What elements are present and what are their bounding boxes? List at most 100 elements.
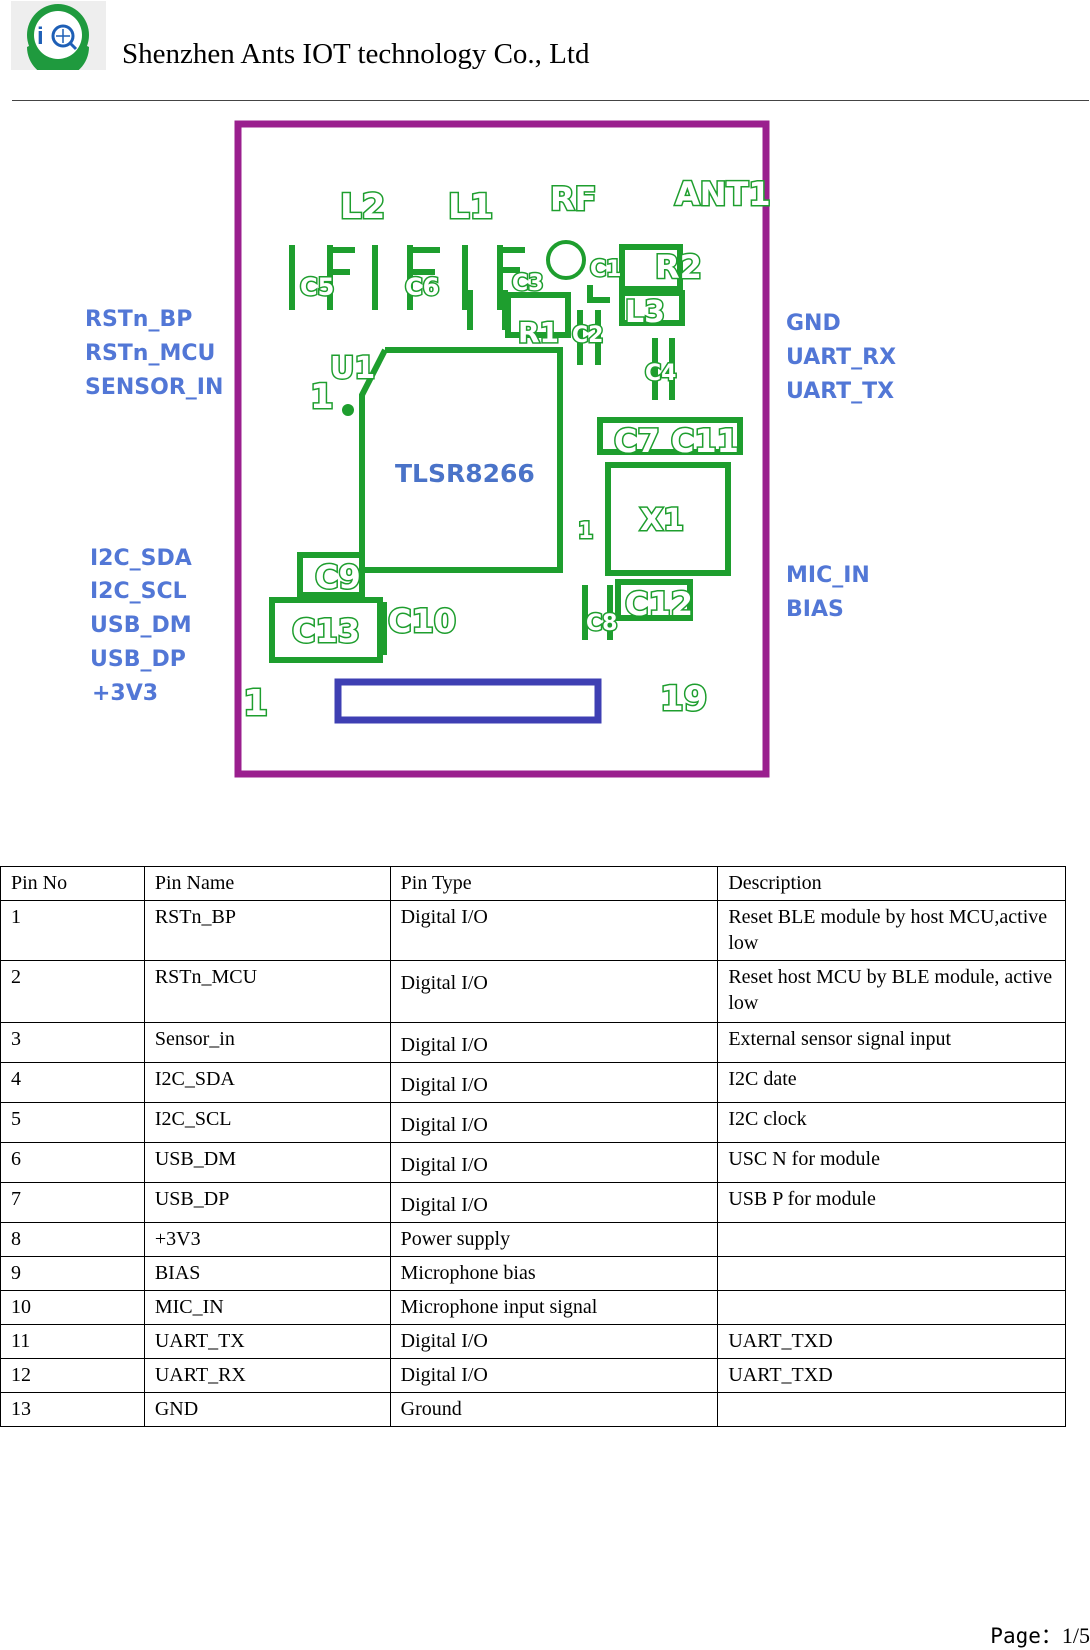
cell-description [717, 1290, 1066, 1325]
page-footer: Page：1/5 [990, 1620, 1090, 1650]
cell-pin-name: USB_DM [143, 1142, 391, 1183]
cell-pin-type: Digital I/O [389, 1182, 719, 1223]
label-c5: C5 [300, 273, 334, 301]
label-c3: C3 [512, 271, 543, 296]
cell-description: External sensor signal input [717, 1022, 1066, 1063]
label-bias: BIAS [786, 597, 844, 622]
cell-pin-no: 10 [0, 1290, 145, 1325]
table-header-row: Pin No Pin Name Pin Type Description [0, 866, 1066, 901]
rf-pad [546, 240, 586, 280]
cell-pin-type: Power supply [389, 1222, 719, 1257]
cell-pin-name: GND [143, 1392, 391, 1427]
cell-pin-type: Digital I/O [389, 900, 719, 961]
cell-description: UART_TXD [717, 1358, 1066, 1393]
label-pad-last: 19 [660, 679, 707, 719]
label-gnd: GND [786, 311, 841, 336]
label-usb-dp: USB_DP [90, 647, 186, 672]
cell-pin-name: BIAS [143, 1256, 391, 1291]
cell-pin-name: I2C_SCL [143, 1102, 391, 1143]
cell-pin-name: I2C_SDA [143, 1062, 391, 1103]
cell-description: UART_TXD [717, 1324, 1066, 1359]
cell-pin-type: Digital I/O [389, 1102, 719, 1143]
pin1-dot [342, 404, 354, 416]
cell-pin-name: RSTn_BP [143, 900, 391, 961]
label-pin1: 1 [310, 377, 334, 417]
label-c2: C2 [572, 323, 603, 348]
company-logo: i [11, 1, 106, 78]
label-c10: C10 [388, 602, 456, 640]
label-rstn-mcu: RSTn_MCU [85, 341, 215, 366]
cell-pin-no: 1 [0, 900, 145, 961]
label-c12: C12 [625, 585, 693, 623]
cell-pin-name: Sensor_in [143, 1022, 391, 1063]
cell-pin-name: +3V3 [143, 1222, 391, 1257]
header-divider [12, 100, 1089, 101]
cell-description: Reset BLE module by host MCU,active low [717, 900, 1066, 961]
pcb-layout-figure: L2 L1 RF ANT1 U1 1 R2 L3 R1 C7 C11 X1 C9… [0, 110, 1090, 810]
label-pad-first: 1 [243, 683, 268, 724]
label-rf: RF [550, 180, 597, 218]
cell-pin-type: Digital I/O [389, 1022, 719, 1063]
label-usb-dm: USB_DM [90, 613, 192, 638]
cell-pin-type: Microphone bias [389, 1256, 719, 1291]
cell-pin-type: Digital I/O [389, 1062, 719, 1103]
label-ant1: ANT1 [675, 175, 771, 213]
label-c4: C4 [645, 361, 676, 386]
label-uart-rx: UART_RX [786, 345, 896, 370]
label-l1: L1 [448, 187, 493, 227]
cell-description [717, 1392, 1066, 1427]
label-uart-tx: UART_TX [786, 379, 894, 404]
cell-pin-no: 8 [0, 1222, 145, 1257]
page-label: Page： [990, 1624, 1062, 1648]
cell-description: Reset host MCU by BLE module, active low [717, 960, 1066, 1023]
cell-pin-name: USB_DP [143, 1182, 391, 1223]
page-number: 1/5 [1061, 1623, 1090, 1648]
cell-pin-no: 13 [0, 1392, 145, 1427]
cell-pin-no: 6 [0, 1142, 145, 1183]
connector-pads [334, 678, 602, 724]
label-c9: C9 [315, 558, 361, 596]
cell-pin-name: UART_TX [143, 1324, 391, 1359]
cell-description: USB P for module [717, 1182, 1066, 1223]
cell-pin-type: Digital I/O [389, 1142, 719, 1183]
label-c13: C13 [292, 612, 360, 650]
label-rstn-bp: RSTn_BP [85, 307, 192, 332]
cell-pin-no: 3 [0, 1022, 145, 1063]
cell-pin-no: 12 [0, 1358, 145, 1393]
cell-pin-no: 7 [0, 1182, 145, 1223]
cell-pin-type: Digital I/O [389, 1358, 719, 1393]
label-mic-in: MIC_IN [786, 563, 870, 588]
label-u1: U1 [330, 351, 375, 386]
label-i2c-sda: I2C_SDA [90, 546, 192, 571]
label-c8: C8 [586, 611, 617, 636]
cell-description: I2C date [717, 1062, 1066, 1103]
company-name: Shenzhen Ants IOT technology Co., Ltd [122, 38, 590, 70]
cell-description: I2C clock [717, 1102, 1066, 1143]
cell-pin-name: RSTn_MCU [143, 960, 391, 1023]
label-c7-c11: C7 C11 [614, 422, 739, 460]
cell-pin-type: Digital I/O [389, 960, 719, 1023]
cell-pin-name: UART_RX [143, 1358, 391, 1393]
logo-i: i [37, 23, 44, 50]
label-c6: C6 [405, 273, 439, 301]
cell-pin-no: 5 [0, 1102, 145, 1143]
label-x1-pin1: 1 [578, 519, 593, 544]
cell-pin-type: Ground [389, 1392, 719, 1427]
header-description: Description [717, 866, 1066, 901]
page-header: i Shenzhen Ants IOT technology Co., Ltd [10, 0, 1090, 100]
cell-pin-no: 11 [0, 1324, 145, 1359]
cell-description [717, 1256, 1066, 1291]
header-pin-no: Pin No [0, 866, 145, 901]
board-outline [234, 120, 770, 778]
label-i2c-scl: I2C_SCL [90, 579, 187, 604]
label-c1: C1 [590, 257, 621, 282]
